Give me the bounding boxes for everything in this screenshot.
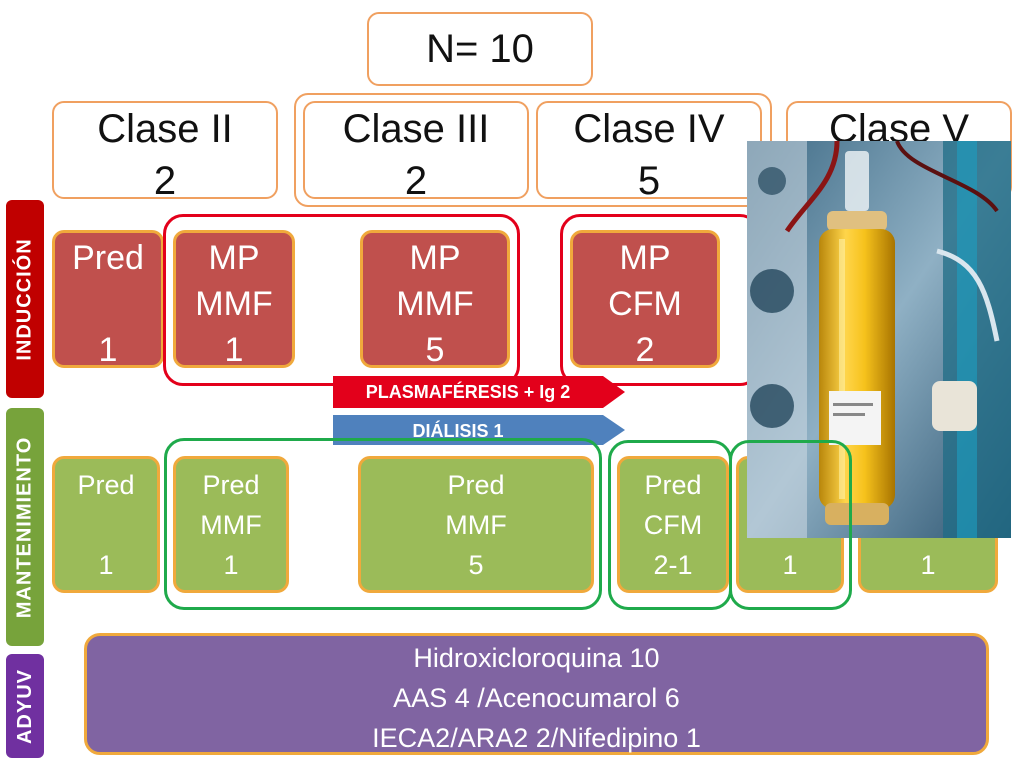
maintenance-count: 1 [920, 550, 936, 580]
induction-drug-2: CFM [608, 285, 682, 323]
induction-drug-1: Pred [72, 239, 144, 277]
adjuvant-label-text: ADYUV [13, 668, 36, 744]
induction-count: 1 [224, 331, 244, 369]
adjuvant-line-3: IECA2/ARA2 2/Nifedipino 1 [372, 723, 701, 753]
maintenance-label-text: MANTENIMIENTO [13, 436, 36, 618]
induction-count: 5 [425, 331, 445, 369]
induction-box-pred: Pred 1 [52, 230, 164, 369]
maintenance-count: 1 [223, 550, 239, 580]
maintenance-count: 1 [782, 550, 798, 580]
maintenance-drug-2: MMF [445, 510, 507, 540]
maintenance-drug-1: Pred [77, 470, 135, 500]
dialysis-arrow [333, 415, 625, 445]
class-iii-box: Clase III 2 [303, 101, 529, 203]
total-box: N= 10 [367, 12, 593, 86]
adjuvant-box: Hidroxicloroquina 10 AAS 4 /Acenocumarol… [84, 633, 989, 755]
maintenance-count: 5 [468, 550, 484, 580]
class-ii-count: 2 [153, 159, 177, 203]
class-iii-count: 2 [404, 159, 428, 203]
class-iv-box: Clase IV 5 [536, 101, 762, 203]
maintenance-drug-2 [55, 505, 157, 545]
induction-drug-2 [55, 281, 161, 327]
induction-drug-1: MP [208, 239, 260, 277]
induction-drug-2: MMF [396, 285, 474, 323]
induction-drug-1: MP [619, 239, 671, 277]
induction-label-text: INDUCCIÓN [13, 237, 36, 361]
maintenance-drug-2: MMF [200, 510, 262, 540]
induction-box-mp-cfm: MP CFM 2 [570, 230, 720, 369]
induction-box-mp-mmf-iii-iv: MP MMF 5 [360, 230, 510, 369]
maintenance-drug-1: Pred [447, 470, 505, 500]
maintenance-box-pred-mmf-ii: Pred MMF 1 [173, 456, 289, 593]
maintenance-drug-1: Pred [202, 470, 260, 500]
class-iv-count: 5 [637, 159, 661, 203]
adjuvant-line-2: AAS 4 /Acenocumarol 6 [393, 683, 680, 713]
maintenance-drug-1: Pred [644, 470, 702, 500]
induction-box-mp-mmf-ii: MP MMF 1 [173, 230, 295, 369]
induction-red-outline-right [560, 214, 760, 386]
maintenance-green-outline-v [729, 440, 852, 610]
induction-count: 2 [635, 331, 655, 369]
maintenance-green-outline-cfm [608, 440, 732, 610]
dialysis-filter-photo [747, 141, 1011, 538]
maintenance-green-outline-mmf [164, 438, 602, 610]
induction-drug-2: MMF [195, 285, 273, 323]
maintenance-count: 1 [98, 550, 114, 580]
maintenance-side-label: MANTENIMIENTO [6, 408, 44, 646]
maintenance-count: 2-1 [653, 550, 693, 580]
class-iv-title: Clase IV [573, 107, 725, 151]
class-ii-title: Clase II [97, 107, 233, 151]
induction-count: 1 [98, 331, 118, 369]
induction-drug-1: MP [409, 239, 461, 277]
induction-red-outline-left [163, 214, 520, 386]
dialysis-label: DIÁLISIS 1 [412, 421, 504, 441]
class-iii-title: Clase III [342, 107, 490, 151]
total-label: N= 10 [426, 27, 534, 71]
adjuvant-side-label: ADYUV [6, 654, 44, 758]
plasmapheresis-label: PLASMAFÉRESIS + Ig 2 [365, 381, 571, 402]
dialysis-filter-image [747, 141, 1011, 538]
class-ii-box: Clase II 2 [52, 101, 278, 203]
plasmapheresis-arrow [333, 376, 625, 408]
induction-side-label: INDUCCIÓN [6, 200, 44, 398]
maintenance-box-pred-cfm: Pred CFM 2-1 [617, 456, 729, 593]
adjuvant-line-1: Hidroxicloroquina 10 [413, 643, 660, 673]
maintenance-box-pred-mmf: Pred MMF 5 [358, 456, 594, 593]
maintenance-drug-2: CFM [643, 510, 703, 540]
maintenance-box-pred: Pred 1 [52, 456, 160, 593]
